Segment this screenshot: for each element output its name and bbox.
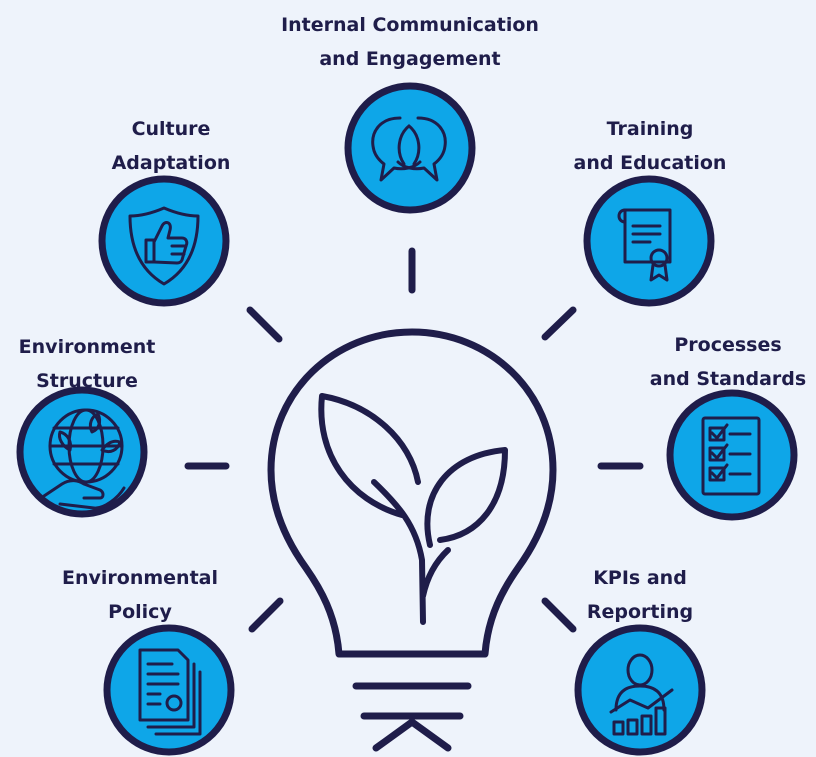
label-environmental-policy: Environmental Policy xyxy=(40,561,240,629)
bulb-outline xyxy=(267,328,557,658)
label-line: Culture xyxy=(131,118,211,140)
topic-circle-environmental-policy xyxy=(103,624,235,756)
label-line: Adaptation xyxy=(111,152,231,174)
topic-circle-culture-adaptation xyxy=(98,175,230,307)
ray-top-left xyxy=(246,306,283,343)
label-line: Reporting xyxy=(586,601,694,623)
leaf-right xyxy=(424,447,508,548)
label-internal-communication: Internal Communication and Engagement xyxy=(270,8,550,76)
label-line: Environment xyxy=(18,336,156,358)
speech-bubbles-icon xyxy=(371,116,447,182)
label-line: Internal Communication xyxy=(281,14,539,36)
label-processes-standards: Processes and Standards xyxy=(640,328,816,396)
label-line: Processes xyxy=(674,334,782,356)
ray-top-right xyxy=(541,306,577,341)
stem xyxy=(371,479,451,625)
light-rays xyxy=(184,247,644,633)
topic-circle-kpis-reporting xyxy=(574,624,706,756)
label-training-education: Training and Education xyxy=(540,112,760,180)
person-bar-chart-icon xyxy=(609,653,674,736)
topic-circle-processes-standards xyxy=(666,389,798,521)
label-line: and Standards xyxy=(649,368,807,390)
label-line: and Education xyxy=(573,152,727,174)
topic-circle-internal-communication xyxy=(344,82,476,214)
label-line: Environmental xyxy=(62,567,218,589)
label-environment-structure: Environment Structure xyxy=(2,330,172,398)
leaf-left xyxy=(318,393,421,518)
label-line: KPIs and xyxy=(593,567,687,589)
topic-circle-environment-structure xyxy=(16,386,148,518)
bulb-base-tip xyxy=(372,718,452,752)
label-line: and Engagement xyxy=(319,48,501,70)
checklist-icon xyxy=(701,416,761,496)
label-culture-adaptation: Culture Adaptation xyxy=(86,112,256,180)
ray-bottom-left xyxy=(248,597,284,633)
label-line: Training xyxy=(606,118,694,140)
ray-bottom-right xyxy=(541,597,577,633)
certificate-icon xyxy=(617,208,672,282)
globe-in-hand-icon xyxy=(42,408,126,510)
shield-thumbs-up-icon xyxy=(128,206,200,286)
lightbulb-with-leaves-icon xyxy=(267,328,557,752)
topic-circle-training-education xyxy=(583,175,715,307)
label-line: Structure xyxy=(36,370,138,392)
label-kpis-reporting: KPIs and Reporting xyxy=(560,561,720,629)
label-line: Policy xyxy=(108,601,172,623)
topic-circles xyxy=(16,82,798,756)
documents-icon xyxy=(138,648,202,736)
